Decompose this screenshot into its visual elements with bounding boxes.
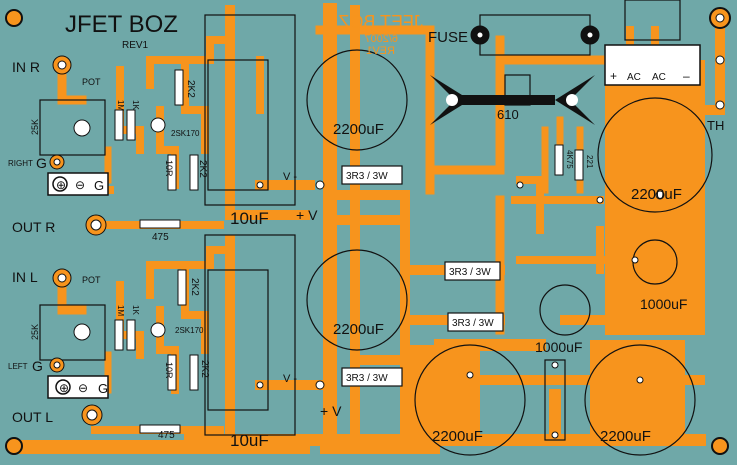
res-3r3-b: 3R3 / 3W (346, 373, 388, 384)
res-4k75: 4K75 (565, 150, 574, 169)
cap-2200-c: 2200uF (432, 428, 483, 445)
res-2k2-r-b: 2K2 (197, 160, 208, 178)
cap-2200-e: 2200uF (631, 186, 682, 203)
mirror-rev: REV1 (366, 45, 395, 57)
res-1m-l: 1M (116, 305, 125, 316)
cap-1000-a: 1000uF (640, 296, 687, 312)
cap-10uf-r: 10uF (230, 209, 269, 228)
terminal-minus-r: ⊖ (75, 178, 85, 192)
res-1k-l: 1K (131, 305, 140, 315)
copper-pours (10, 60, 705, 454)
label-th: TH (707, 118, 724, 133)
cap-2200-a: 2200uF (333, 121, 384, 138)
label-bridge: 610 (497, 107, 519, 122)
pot-value-l: 25K (30, 324, 40, 340)
label-out-l: OUT L (12, 409, 53, 425)
label-v-minus-top: V - (283, 171, 297, 183)
jfet-l: 2SK170 (175, 326, 204, 335)
res-10r-r: 10R (164, 160, 174, 177)
res-475-r: 475 (152, 232, 169, 243)
res-10r-l: 10R (164, 362, 174, 379)
terminal-minus-l: ⊖ (78, 381, 88, 395)
label-pot-r: POT (82, 77, 101, 87)
mirror-title: JFET BOZ (338, 12, 423, 32)
label-v-minus-bottom: V - (283, 373, 297, 385)
terminal-glyphs: ⊕ ⊖ ⊕ ⊖ (56, 178, 88, 395)
res-3r3-d: 3R3 / 3W (452, 318, 494, 329)
res-2k2-r-a: 2K2 (185, 80, 196, 98)
terminal-plus-l: ⊕ (59, 381, 69, 395)
small-resistors (114, 69, 584, 434)
power-resistors (341, 165, 504, 387)
res-475-l: 475 (158, 430, 175, 441)
label-g-right: G (36, 155, 47, 171)
terminal-plus-r: ⊕ (56, 178, 66, 192)
res-1k-r: 1K (131, 100, 140, 110)
terminal-ac-2: AC (652, 72, 666, 83)
heatsink (430, 75, 595, 125)
pads (5, 7, 731, 455)
terminal-g-left: G (98, 381, 108, 396)
terminal-plus: + (610, 69, 617, 83)
label-in-r: IN R (12, 59, 40, 75)
label-out-r: OUT R (12, 219, 55, 235)
label-in-l: IN L (12, 269, 38, 285)
terminal-g-right: G (94, 178, 104, 193)
board-title: JFET BOZ (65, 11, 178, 38)
text-layer: JFET BOZ REV1 JFET BOZ 6/2007 REV1 IN R … (8, 11, 724, 450)
cap-10uf-l: 10uF (230, 431, 269, 450)
pot-value-r: 25K (30, 119, 40, 135)
label-right-g: RIGHT (8, 159, 33, 168)
label-g-left: G (32, 358, 43, 374)
label-left-g: LEFT (8, 362, 28, 371)
screw-terminals (47, 44, 701, 399)
res-221: 221 (585, 155, 594, 169)
res-3r3-c: 3R3 / 3W (449, 267, 491, 278)
terminal-minus: – (683, 69, 690, 83)
res-2k2-l-a: 2K2 (189, 278, 200, 296)
silkscreen (39, 0, 713, 456)
jfet-r: 2SK170 (171, 129, 200, 138)
res-2k2-l-b: 2K2 (199, 360, 210, 378)
res-3r3-a: 3R3 / 3W (346, 171, 388, 182)
label-plus-v-bottom: + V (320, 403, 342, 419)
cap-1000-b: 1000uF (535, 339, 582, 355)
label-plus-v-top: + V (296, 207, 318, 223)
board-revision: REV1 (122, 40, 149, 51)
res-1m-r: 1M (116, 100, 125, 111)
label-fuse: FUSE (428, 29, 468, 46)
cap-2200-b: 2200uF (333, 321, 384, 338)
mirror-date: 6/2007 (364, 33, 398, 45)
cap-2200-d: 2200uF (600, 428, 651, 445)
terminal-ac-1: AC (627, 72, 641, 83)
label-pot-l: POT (82, 275, 101, 285)
